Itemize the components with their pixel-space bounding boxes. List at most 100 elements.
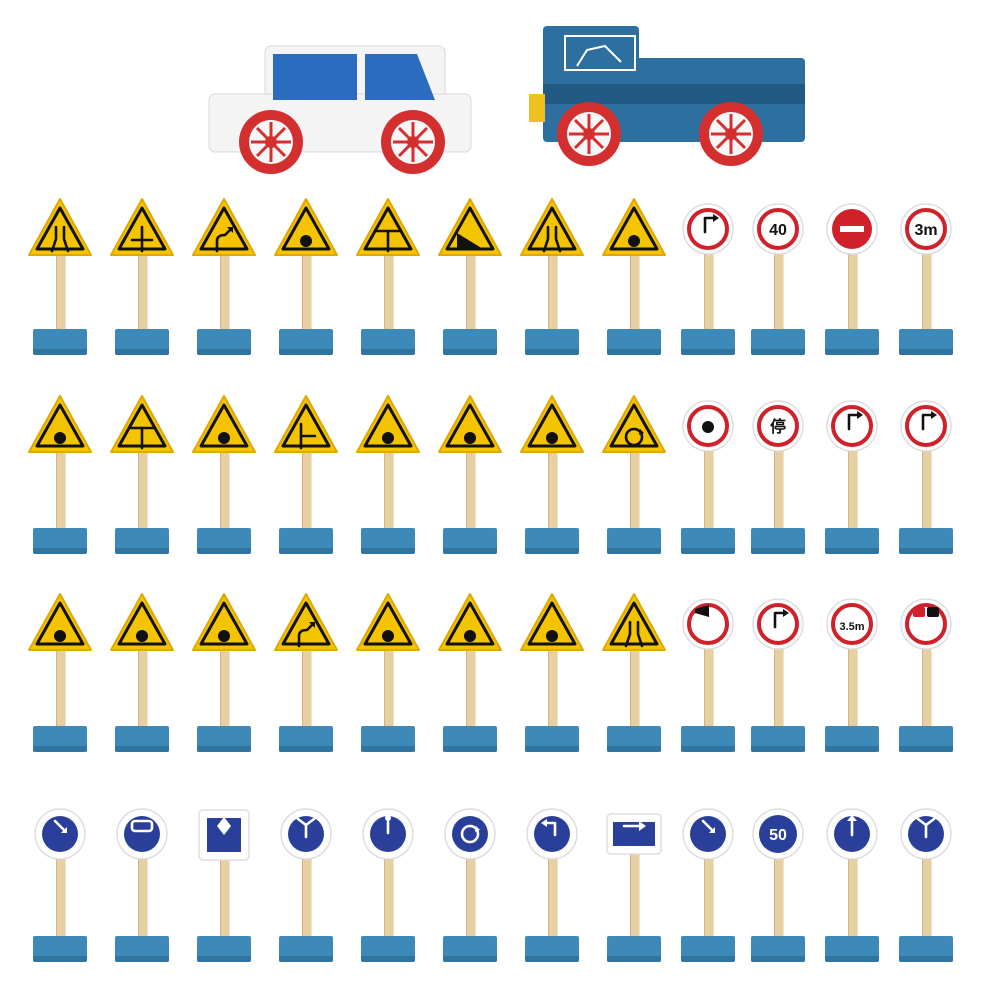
sign-base — [751, 528, 805, 554]
crossroads-icon — [110, 198, 174, 256]
sign-pole — [704, 644, 714, 732]
sign-pole — [548, 249, 558, 335]
crosswind-icon — [28, 593, 92, 651]
sign-text: 40 — [769, 222, 787, 239]
sign-pole — [138, 644, 148, 732]
sign-piece-accident — [25, 392, 95, 554]
no-left-turn-icon — [682, 203, 734, 255]
sign-base — [33, 528, 87, 554]
sign-pole — [848, 644, 858, 732]
sign-piece-winding-road — [189, 195, 259, 355]
sign-piece-t-junction — [353, 195, 423, 355]
sign-base — [33, 726, 87, 752]
sign-base — [361, 329, 415, 355]
t-junction-icon — [356, 198, 420, 256]
sign-base — [899, 528, 953, 554]
sign-base — [525, 936, 579, 962]
sign-piece-road-narrows — [599, 590, 669, 752]
sign-piece-bear-right — [673, 800, 743, 962]
sign-pole — [922, 249, 932, 335]
sign-base — [607, 726, 661, 752]
sign-base — [607, 528, 661, 554]
sign-pole — [56, 249, 66, 335]
level-crossing-icon — [110, 593, 174, 651]
speed-limit-icon: 40 — [752, 203, 804, 255]
no-u-turn-icon — [900, 400, 952, 452]
sign-piece-left-right-turn — [271, 800, 341, 962]
sign-base — [197, 726, 251, 752]
sign-base — [115, 936, 169, 962]
sign-pole — [302, 446, 312, 534]
sign-piece-straight-ahead — [817, 800, 887, 962]
no-right-turn-icon — [826, 400, 878, 452]
winding-road-icon — [192, 198, 256, 256]
truck-wheel-front — [699, 102, 763, 166]
sign-base — [33, 936, 87, 962]
sign-pole — [848, 249, 858, 335]
sign-pole — [384, 446, 394, 534]
no-horn-icon — [682, 598, 734, 650]
sign-text: 停 — [770, 417, 786, 436]
blue-toy-truck — [529, 26, 805, 166]
no-vehicles-icon — [682, 400, 734, 452]
sign-piece-direction-arrow — [599, 800, 669, 962]
sharp-bend-icon — [274, 593, 338, 651]
sign-piece-side-road — [271, 392, 341, 554]
sign-base — [115, 329, 169, 355]
accident-icon — [28, 395, 92, 453]
sign-pole — [922, 644, 932, 732]
turn-left-icon — [526, 808, 578, 860]
sign-pole — [548, 446, 558, 534]
falling-rocks-icon — [520, 395, 584, 453]
sign-base — [443, 936, 497, 962]
straight-or-turn-icon — [900, 808, 952, 860]
sign-text: 3m — [914, 222, 937, 239]
sign-pole — [302, 644, 312, 732]
sign-base — [681, 726, 735, 752]
car-wheel-front — [381, 110, 445, 174]
sign-base — [443, 726, 497, 752]
sign-pole — [548, 644, 558, 732]
sign-pole — [220, 249, 230, 335]
sign-pole — [56, 644, 66, 732]
narrow-bridge-icon — [520, 198, 584, 256]
sign-piece-intersection — [189, 800, 259, 962]
sign-pole — [466, 249, 476, 335]
sign-piece-width-limit: 3m — [891, 195, 961, 355]
sign-base — [525, 329, 579, 355]
village-icon — [274, 198, 338, 256]
sign-base — [825, 936, 879, 962]
truck-wheel-rear — [557, 102, 621, 166]
sign-piece-pedestrians — [353, 800, 423, 962]
sign-piece-narrow-road — [25, 195, 95, 355]
sign-pole — [630, 446, 640, 534]
uneven-road-icon — [438, 593, 502, 651]
sign-pole — [774, 249, 784, 335]
sign-pole — [630, 249, 640, 335]
sign-base — [197, 528, 251, 554]
minimum-speed-icon: 50 — [752, 808, 804, 860]
sign-pole — [704, 446, 714, 534]
sign-pole — [922, 854, 932, 942]
sign-piece-no-vehicles — [673, 392, 743, 554]
sign-base — [751, 936, 805, 962]
tunnel-icon — [520, 593, 584, 651]
roundabout-icon — [444, 808, 496, 860]
sign-base — [197, 936, 251, 962]
sign-piece-village — [271, 195, 341, 355]
sign-base — [197, 329, 251, 355]
sign-pole — [384, 644, 394, 732]
sign-piece-roundabout — [435, 800, 505, 962]
keep-right-icon — [34, 808, 86, 860]
direction-arrow-icon — [606, 813, 662, 855]
sign-piece-no-turn — [743, 590, 813, 752]
sign-base — [361, 936, 415, 962]
cliff-icon — [192, 593, 256, 651]
sign-pole — [774, 854, 784, 942]
height-limit-icon: 3.5m — [826, 598, 878, 650]
narrow-road-icon — [28, 198, 92, 256]
sign-base — [825, 726, 879, 752]
bear-right-icon — [682, 808, 734, 860]
sign-piece-embankment — [353, 590, 423, 752]
